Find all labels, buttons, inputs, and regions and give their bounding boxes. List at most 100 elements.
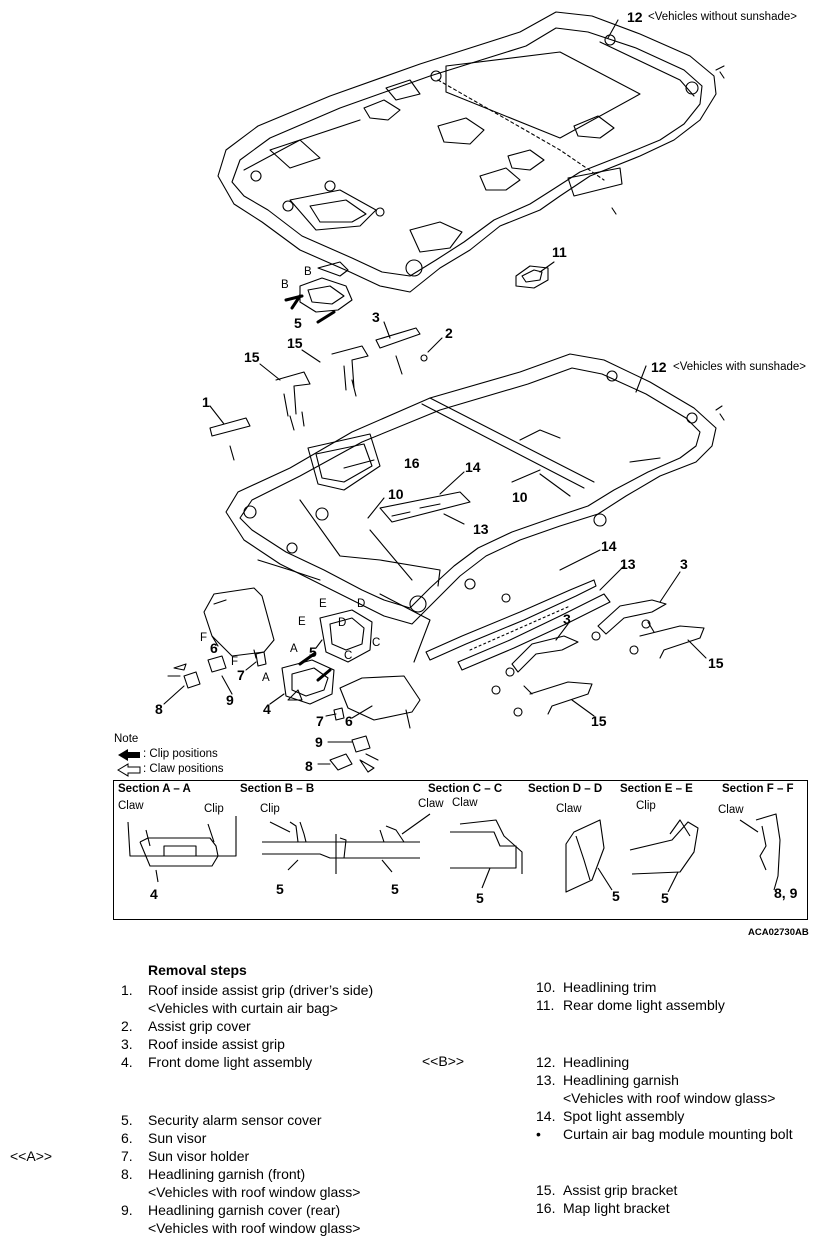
callout-15-right: 15 (708, 655, 724, 671)
section-f-part-number: 8, 9 (774, 885, 798, 901)
section-marker-c2: C (344, 650, 353, 662)
section-marker-e2: E (298, 616, 306, 628)
removal-steps-right-group2: 12.Headlining 13.Headlining garnish <Veh… (536, 1053, 793, 1143)
removal-step: 9.Headlining garnish cover (rear) (121, 1202, 341, 1218)
removal-step: 12.Headlining (536, 1054, 630, 1070)
removal-step: 5.Security alarm sensor cover (121, 1112, 322, 1128)
callout-8-left: 8 (155, 701, 163, 717)
section-marker-e1: E (319, 598, 327, 610)
section-c-part-number: 5 (476, 890, 484, 906)
removal-step: 6.Sun visor (121, 1130, 207, 1146)
callout-7-right: 7 (316, 713, 324, 729)
section-d-header: Section D – D (528, 783, 603, 795)
note-title: Note (114, 733, 139, 745)
removal-step: <Vehicles with curtain air bag> (148, 1000, 338, 1016)
removal-steps-title: Removal steps (148, 962, 247, 978)
section-b-clip-label: Clip (260, 803, 280, 815)
section-d-part-number: 5 (612, 888, 620, 904)
callout-13-a: 13 (473, 521, 489, 537)
removal-step: 14.Spot light assembly (536, 1108, 685, 1124)
section-marker-b2: B (281, 279, 289, 291)
figure-code: ACA02730AB (748, 927, 809, 938)
callout-11: 11 (552, 244, 567, 260)
callout-15-b: 15 (244, 349, 260, 365)
section-marker-c1: C (372, 637, 381, 649)
callout-6-right: 6 (345, 713, 353, 729)
section-marker-a1: A (290, 643, 298, 655)
callout-5-top: 5 (294, 315, 302, 331)
headlining-lower (225, 353, 725, 625)
section-marker-d2: D (338, 617, 347, 629)
callout-7-left: 7 (237, 667, 245, 683)
section-d-claw-label: Claw (556, 803, 582, 815)
section-a-clip-label: Clip (204, 803, 224, 815)
note-clip-positions: : Clip positions (143, 748, 218, 760)
callout-3-right: 3 (680, 556, 688, 572)
callout-2: 2 (445, 325, 453, 341)
section-c-header: Section C – C (428, 783, 503, 795)
removal-step: 2.Assist grip cover (121, 1018, 251, 1034)
removal-step: 3.Roof inside assist grip (121, 1036, 285, 1052)
callout-12-bottom-note: <Vehicles with sunshade> (673, 361, 806, 373)
callout-15-a: 15 (287, 335, 303, 351)
reference-b: <<B>> (422, 1053, 465, 1069)
reference-a: <<A>> (10, 1148, 53, 1164)
removal-step: <Vehicles with roof window glass> (148, 1220, 361, 1236)
callout-1: 1 (202, 394, 210, 410)
callout-3-mid: 3 (563, 611, 571, 627)
callout-16: 16 (404, 455, 420, 471)
removal-step: <Vehicles with roof window glass> (148, 1184, 361, 1200)
section-b-header: Section B – B (240, 783, 315, 795)
callout-9-right: 9 (315, 734, 323, 750)
section-marker-b1: B (304, 266, 312, 278)
removal-steps-right-group1: 10.Headlining trim 11.Rear dome light as… (536, 978, 725, 1014)
removal-step: 16.Map light bracket (536, 1200, 670, 1216)
removal-step: 7.Sun visor holder (121, 1148, 250, 1164)
section-e-header: Section E – E (620, 783, 693, 795)
rear-dome-light (515, 265, 549, 289)
section-a-claw-label: Claw (118, 800, 144, 812)
callout-9-left: 9 (226, 692, 234, 708)
callout-8-right: 8 (305, 758, 313, 774)
callout-3-top: 3 (372, 309, 380, 325)
removal-step: 8.Headlining garnish (front) (121, 1166, 306, 1182)
callout-5-bottom: 5 (309, 644, 317, 660)
sun-visor-right (339, 675, 421, 721)
callout-13-b: 13 (620, 556, 636, 572)
removal-step: 15.Assist grip bracket (536, 1182, 678, 1198)
section-e-clip-label: Clip (636, 800, 656, 812)
section-f-claw-label: Claw (718, 804, 744, 816)
callout-12-top: 12 (627, 9, 643, 25)
section-marker-f1: F (200, 632, 208, 644)
callout-15-bottom: 15 (591, 713, 607, 729)
callout-6-left: 6 (210, 640, 218, 656)
callout-12-top-note: <Vehicles without sunshade> (648, 11, 797, 23)
callout-10-b: 10 (512, 489, 528, 505)
removal-step: 13.Headlining garnish (536, 1072, 679, 1088)
section-views-box (113, 780, 808, 920)
callout-4: 4 (263, 701, 271, 717)
section-b-claw-label: Claw (418, 798, 444, 810)
section-a-part-number: 4 (150, 886, 158, 902)
headlining-upper (217, 11, 725, 293)
section-a-header: Section A – A (118, 783, 191, 795)
removal-step: 11.Rear dome light assembly (536, 997, 725, 1013)
section-b-part-number-left: 5 (276, 881, 284, 897)
sun-visor-left (203, 587, 275, 657)
removal-steps-left-group1: 1.Roof inside assist grip (driver’s side… (121, 981, 373, 1071)
section-marker-f2: F (231, 656, 239, 668)
note-legend-arrows (117, 749, 141, 777)
removal-steps-left-group2: 5.Security alarm sensor cover 6.Sun viso… (121, 1111, 360, 1237)
callout-12-bottom: 12 (651, 359, 667, 375)
removal-step: •Curtain air bag module mounting bolt (536, 1126, 793, 1142)
section-c-claw-label: Claw (452, 797, 478, 809)
removal-step: 10.Headlining trim (536, 979, 657, 995)
section-e-part-number: 5 (661, 890, 669, 906)
note-claw-positions: : Claw positions (143, 763, 224, 775)
section-marker-a2: A (262, 672, 270, 684)
removal-step: <Vehicles with roof window glass> (563, 1090, 776, 1106)
removal-step: 1.Roof inside assist grip (driver’s side… (121, 982, 374, 998)
callout-14-b: 14 (601, 538, 617, 554)
callout-10-a: 10 (388, 486, 404, 502)
